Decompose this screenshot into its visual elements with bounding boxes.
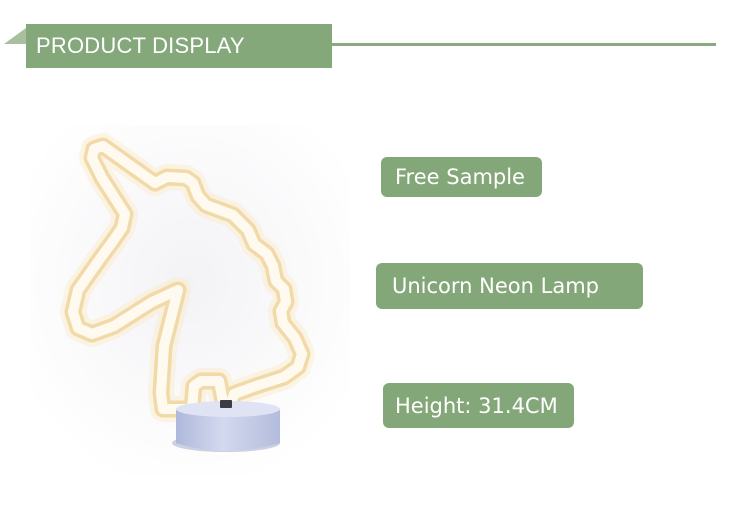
tag-label: Height: 31.4CM	[395, 393, 558, 418]
tag-height: Height: 31.4CM	[383, 383, 574, 428]
lamp-base	[172, 400, 280, 452]
page-title: PRODUCT DISPLAY	[36, 33, 245, 58]
neon-tube-core	[68, 141, 307, 414]
tag-product-name: Unicorn Neon Lamp	[376, 263, 643, 309]
header-divider-line	[332, 43, 716, 46]
tag-free-sample: Free Sample	[381, 157, 542, 197]
product-photo	[30, 125, 350, 475]
header-banner: PRODUCT DISPLAY	[26, 24, 332, 68]
tag-label: Free Sample	[395, 165, 525, 189]
header-fold-decoration	[4, 28, 26, 44]
unicorn-neon-lamp-icon	[30, 125, 350, 475]
tag-label: Unicorn Neon Lamp	[392, 274, 599, 298]
